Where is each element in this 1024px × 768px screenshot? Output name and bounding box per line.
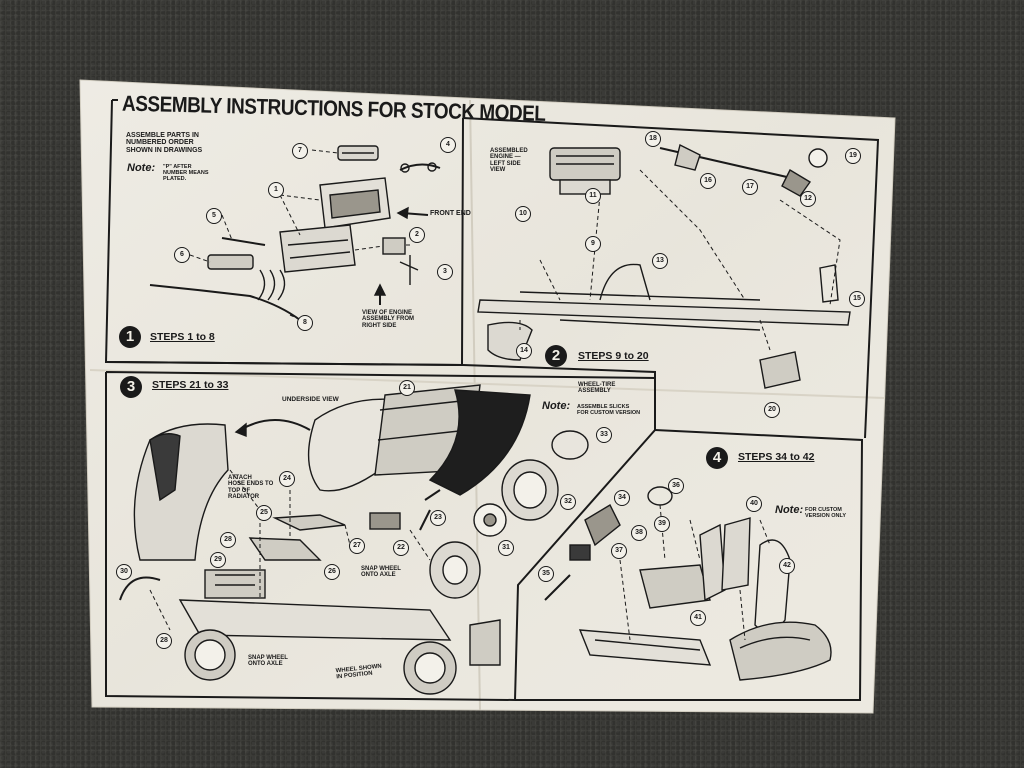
- part-number: 24: [279, 471, 295, 487]
- engine-view-label: VIEW OF ENGINE ASSEMBLY FROM RIGHT SIDE: [362, 310, 415, 329]
- part-number: 7: [292, 143, 308, 159]
- step-circle-3: 3: [120, 376, 142, 398]
- part-number: 28: [220, 532, 236, 548]
- part-number: 40: [746, 496, 762, 512]
- part-number: 30: [116, 564, 132, 580]
- part-number: 22: [393, 540, 409, 556]
- part-number: 13: [652, 253, 668, 269]
- front-end-label: FRONT END: [430, 210, 471, 217]
- part-number: 4: [440, 137, 456, 153]
- part-number: 8: [297, 315, 313, 331]
- slicks-note-label: Note:: [542, 400, 571, 412]
- note-label: Note:: [127, 162, 156, 174]
- part-number: 32: [560, 494, 576, 510]
- custom-note-label: Note:: [775, 504, 804, 516]
- note-plated-text: "P" AFTER NUMBER MEANS PLATED.: [163, 164, 209, 182]
- panel2-steps: STEPS 9 to 20: [578, 350, 649, 362]
- part-number: 6: [174, 247, 190, 263]
- part-number: 11: [585, 188, 601, 204]
- part-number: 35: [538, 566, 554, 582]
- part-number: 39: [654, 516, 670, 532]
- part-number: 20: [764, 402, 780, 418]
- part-number: 33: [596, 427, 612, 443]
- snap-wheel-label: SNAP WHEEL ONTO AXLE: [361, 566, 401, 579]
- part-number: 1: [268, 182, 284, 198]
- part-number: 21: [399, 380, 415, 396]
- part-number: 41: [690, 610, 706, 626]
- part-number: 42: [779, 558, 795, 574]
- engine-left-label: ASSEMBLED ENGINE — LEFT SIDE VIEW: [490, 148, 528, 173]
- part-number: 18: [645, 131, 661, 147]
- step-circle-1: 1: [119, 326, 141, 348]
- part-number: 29: [210, 552, 226, 568]
- part-number: 3: [437, 264, 453, 280]
- part-number: 15: [849, 291, 865, 307]
- part-number: 36: [668, 478, 684, 494]
- attach-hose-label: ATTACH HOSE ENDS TO TOP OF RADIATOR: [228, 475, 274, 500]
- part-number: 28: [156, 633, 172, 649]
- part-number: 26: [324, 564, 340, 580]
- underside-view-label: UNDERSIDE VIEW: [282, 396, 339, 403]
- part-number: 10: [515, 206, 531, 222]
- part-number: 37: [611, 543, 627, 559]
- part-number: 34: [614, 490, 630, 506]
- part-number: 14: [516, 343, 532, 359]
- part-number: 31: [498, 540, 514, 556]
- snap-wheel-label: SNAP WHEEL ONTO AXLE: [248, 655, 288, 668]
- step-circle-4: 4: [706, 447, 728, 469]
- part-number: 27: [349, 538, 365, 554]
- part-number: 25: [256, 505, 272, 521]
- part-number: 17: [742, 179, 758, 195]
- part-number: 5: [206, 208, 222, 224]
- part-number: 2: [409, 227, 425, 243]
- part-number: 23: [430, 510, 446, 526]
- panel1-steps: STEPS 1 to 8: [150, 331, 215, 343]
- panel4-steps: STEPS 34 to 42: [738, 451, 815, 463]
- part-number: 9: [585, 236, 601, 252]
- part-number: 19: [845, 148, 861, 164]
- intro-text: ASSEMBLE PARTS IN NUMBERED ORDER SHOWN I…: [126, 132, 203, 154]
- panel3-steps: STEPS 21 to 33: [152, 379, 229, 391]
- slicks-note-text: ASSEMBLE SLICKS FOR CUSTOM VERSION: [577, 404, 641, 416]
- wheel-tire-label: WHEEL-TIRE ASSEMBLY: [578, 382, 616, 395]
- part-number: 16: [700, 173, 716, 189]
- part-number: 38: [631, 525, 647, 541]
- step-circle-2: 2: [545, 345, 567, 367]
- custom-version-text: FOR CUSTOM VERSION ONLY: [805, 507, 847, 519]
- part-number: 12: [800, 191, 816, 207]
